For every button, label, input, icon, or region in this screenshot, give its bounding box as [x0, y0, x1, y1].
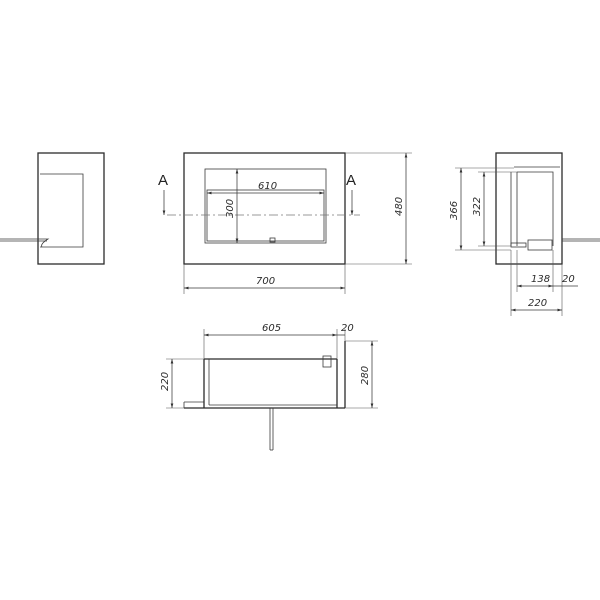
dim-top-left-height: 220 [160, 372, 171, 391]
front-view: A A 610 300 480 700 [158, 152, 412, 294]
dim-top-inner-width: 605 [262, 323, 281, 334]
dim-top-offset: 20 [341, 323, 354, 334]
dim-side-total-depth: 220 [528, 298, 547, 309]
top-view: 605 20 220 280 [160, 323, 378, 451]
dim-side-inner-height: 322 [472, 197, 483, 216]
section-label-left: A [158, 172, 168, 189]
dim-side-bottom-offset: 20 [562, 274, 575, 285]
dim-top-right-height: 280 [360, 366, 371, 385]
dim-front-total-height: 480 [394, 197, 405, 216]
right-section-view: 366 322 138 20 220 [449, 152, 600, 316]
dim-side-bottom-depth: 138 [531, 274, 550, 285]
left-side-view [0, 152, 105, 265]
dim-front-total-width: 700 [256, 276, 275, 287]
dim-front-inner-height: 300 [225, 199, 236, 218]
dim-side-total-height: 366 [449, 201, 460, 220]
dim-front-inner-width: 610 [258, 181, 277, 192]
section-label-right: A [346, 172, 356, 189]
